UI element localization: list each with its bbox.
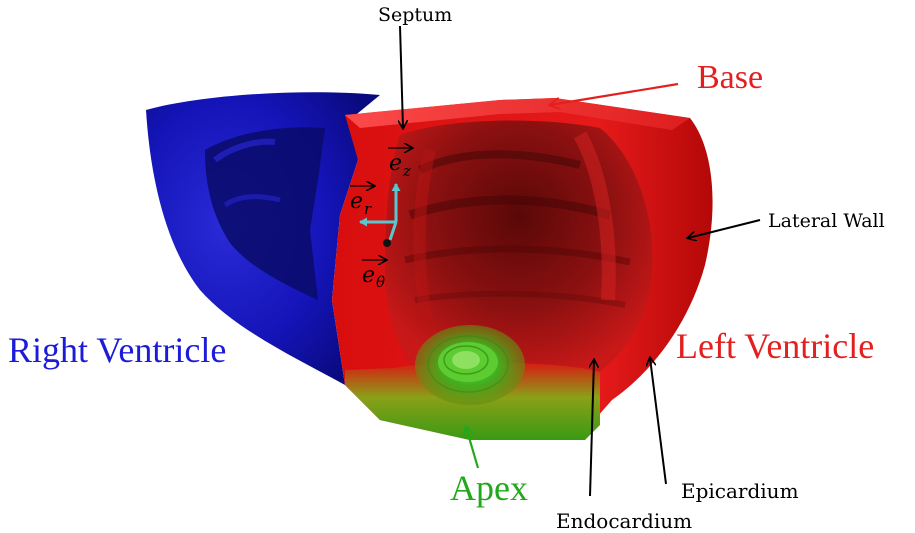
svg-text:θ: θ: [376, 273, 385, 291]
svg-text:z: z: [402, 162, 411, 180]
epicardium-arrow: [650, 358, 666, 484]
svg-text:e: e: [389, 151, 402, 176]
right-ventricle-label: Right Ventricle: [8, 330, 226, 370]
svg-text:e: e: [362, 263, 375, 288]
endocardium-label: Endocardium: [556, 509, 692, 533]
epicardium-label: Epicardium: [681, 479, 799, 503]
base-label: Base: [697, 59, 763, 96]
lateral-wall-label: Lateral Wall: [768, 210, 885, 232]
base-arrow: [550, 84, 678, 105]
septum-label: Septum: [378, 4, 452, 26]
left-ventricle-label: Left Ventricle: [676, 326, 874, 366]
apex-label: Apex: [450, 468, 528, 508]
svg-text:e: e: [350, 189, 363, 214]
svg-text:r: r: [364, 200, 372, 218]
